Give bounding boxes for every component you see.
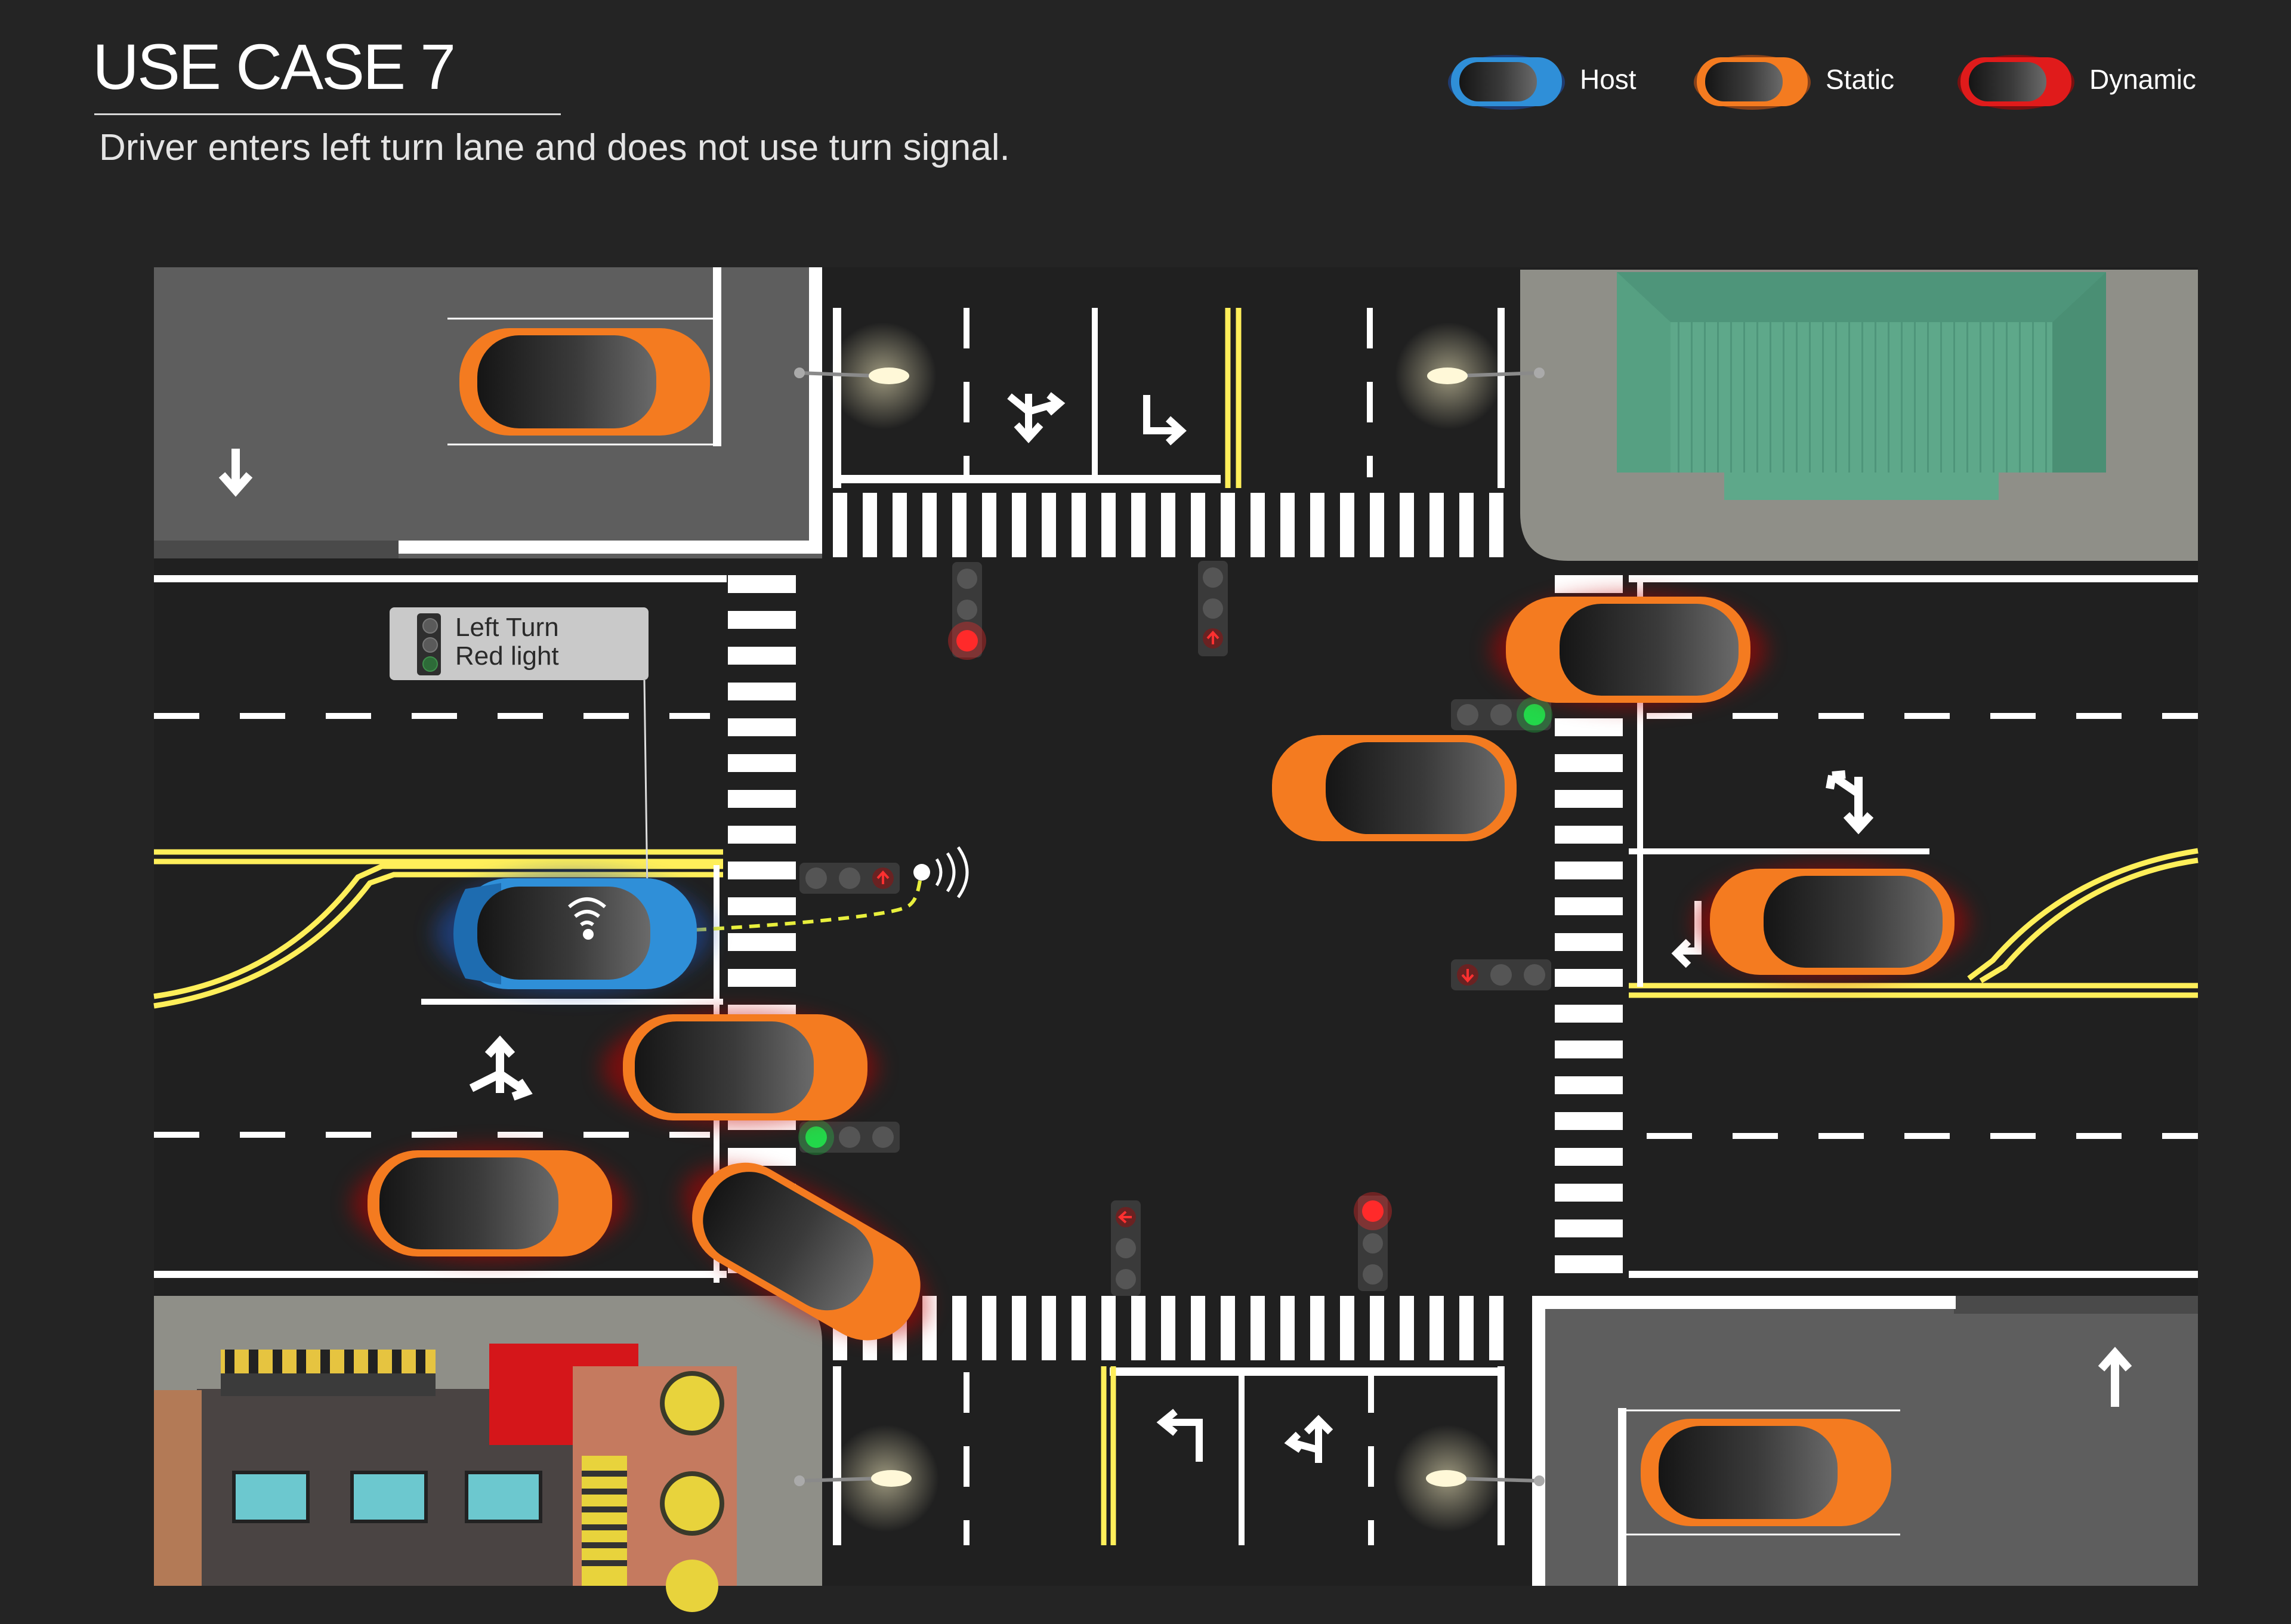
building-windows [232, 1471, 542, 1523]
traffic-light-east-turn [1451, 959, 1551, 990]
street-lamp-icon [1394, 1425, 1545, 1532]
south-lane-markings [833, 1366, 1505, 1545]
legend-car-glass [1459, 62, 1537, 101]
title-underline [94, 113, 561, 115]
host-car [436, 873, 710, 993]
crosswalk-north [833, 493, 1503, 557]
lane-arrow-icon [469, 1035, 533, 1101]
traffic-light-west-green [798, 1119, 900, 1155]
callout-text: Left Turn Red light [455, 613, 559, 671]
sensor-link-line [588, 872, 924, 936]
wireless-signal-icon [568, 897, 606, 927]
up-arrow-icon [2098, 1347, 2132, 1407]
dynamic-car-icon [1957, 55, 2074, 110]
callout-left-turn: Left Turn Red light [390, 607, 649, 680]
static-car-parked-bottom-right [1641, 1419, 1891, 1526]
dynamic-car-west-crossing [603, 1011, 877, 1125]
legend-label-static: Static [1826, 64, 1895, 95]
page-title: USE CASE 7 [92, 30, 456, 103]
traffic-light-host-left-turn [799, 863, 900, 894]
host-car-icon [1448, 55, 1565, 110]
traffic-light-east-green [1451, 697, 1552, 733]
static-car-center-east [1272, 735, 1517, 841]
sensor-node [913, 864, 930, 881]
legend-car-glass [1705, 62, 1783, 101]
street-lamp-icon [1395, 322, 1545, 430]
building-top-right [1520, 270, 2198, 561]
street-lamp-icon [794, 322, 937, 430]
traffic-light-south-left [1111, 1200, 1141, 1296]
page-subtitle: Driver enters left turn lane and does no… [99, 127, 1010, 168]
parking-lot-bottom-right [1532, 1296, 2198, 1586]
lane-arrow-icon [1143, 395, 1187, 446]
street-lamp-icon [794, 1425, 939, 1532]
static-car-north-east [1492, 594, 1766, 707]
legend-car-glass [1969, 62, 2046, 101]
city-block-bottom-left [154, 1296, 822, 1586]
down-arrow-icon [218, 449, 253, 497]
legend-label-dynamic: Dynamic [2089, 64, 2196, 95]
wireless-signal-icon [935, 846, 969, 899]
callout-line-1: Left Turn [455, 613, 559, 642]
traffic-light-north-right [1198, 561, 1228, 656]
dynamic-car-west-lower [352, 1147, 626, 1261]
callout-line-2: Red light [455, 641, 559, 671]
static-car-icon [1694, 55, 1811, 110]
dynamic-car-turning-south [683, 1162, 928, 1341]
lane-arrow-icon [1007, 392, 1066, 443]
legend-label-host: Host [1580, 64, 1637, 95]
east-lane-markings [1629, 575, 2199, 1278]
patio-umbrellas [660, 1371, 724, 1612]
traffic-light-south-right [1354, 1192, 1392, 1291]
static-car-parked-top-left [459, 328, 710, 436]
dynamic-car-east-turn [1694, 866, 1969, 979]
traffic-light-north-left [948, 562, 986, 660]
lane-arrow-icon [1826, 770, 1874, 835]
lane-arrow-icon [1156, 1409, 1203, 1462]
left-arrow-signal-icon [417, 613, 441, 675]
crosswalk-south [833, 1296, 1503, 1360]
lane-arrow-icon [1284, 1415, 1333, 1463]
